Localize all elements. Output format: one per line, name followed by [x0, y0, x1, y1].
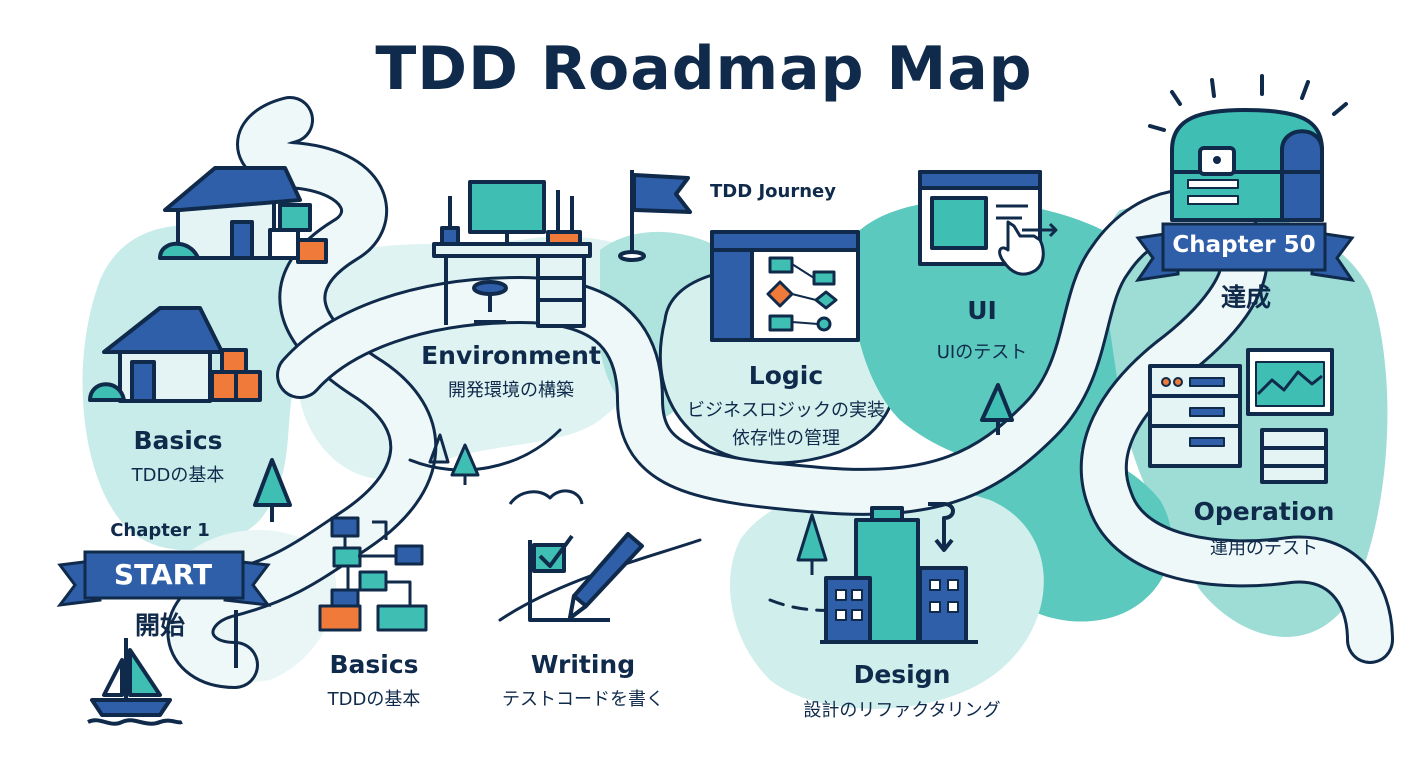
buildings-icon — [820, 502, 978, 644]
page-title: TDD Roadmap Map — [375, 34, 1033, 104]
station-subtitle: TDDの基本 — [327, 689, 421, 710]
station-title: Basics — [329, 650, 419, 679]
station-subtitle: テストコードを書く — [502, 689, 664, 710]
tree-right-icon — [980, 383, 1014, 435]
start-banner-shape — [56, 550, 272, 607]
station-title: Writing — [530, 650, 636, 679]
tree-center-icon — [428, 433, 480, 485]
desk-workstation-icon — [432, 180, 592, 328]
station-title: UI — [967, 296, 997, 325]
station-title: Operation — [1193, 497, 1335, 526]
station-subtitle: 設計のリファクタリング — [803, 700, 1001, 721]
goal-banner-label: Chapter 50 — [1172, 232, 1316, 258]
journey-flag-label: TDD Journey — [710, 181, 836, 202]
journey-flag-icon — [618, 170, 692, 262]
station-title: Logic — [748, 361, 824, 390]
house-middle-icon — [88, 306, 262, 403]
server-monitor-icon — [1148, 348, 1334, 484]
treasure-chest-icon — [1148, 74, 1348, 222]
checklist-pen-icon — [508, 489, 644, 622]
tree-left-icon — [253, 458, 292, 522]
start-banner-label: START — [113, 558, 213, 591]
tree-design-icon — [796, 513, 828, 575]
station-subtitle: 開発環境の構築 — [448, 380, 574, 401]
ui-browser-click-icon — [918, 170, 1058, 276]
start-caption: 開始 — [134, 611, 186, 640]
far-right-land — [1104, 202, 1388, 638]
station-subtitle: TDDの基本 — [131, 465, 225, 486]
station-subtitle: ビジネスロジックの実装 — [687, 400, 885, 421]
station-subtitle: 運用のテスト — [1210, 538, 1318, 559]
station-title: Basics — [133, 426, 223, 455]
logic-flowchart-window-icon — [710, 230, 860, 342]
start-chapter-label: Chapter 1 — [110, 520, 210, 541]
station-subtitle-2: 依存性の管理 — [732, 428, 840, 449]
goal-banner-shape — [1134, 222, 1356, 282]
sailboat-icon — [87, 638, 183, 726]
house-top-icon — [158, 166, 328, 264]
flowchart-basics-icon — [318, 516, 428, 632]
goal-caption: 達成 — [1220, 283, 1272, 312]
station-subtitle: UIのテスト — [936, 342, 1028, 363]
station-title: Design — [853, 660, 951, 689]
station-title: Environment — [421, 341, 601, 370]
